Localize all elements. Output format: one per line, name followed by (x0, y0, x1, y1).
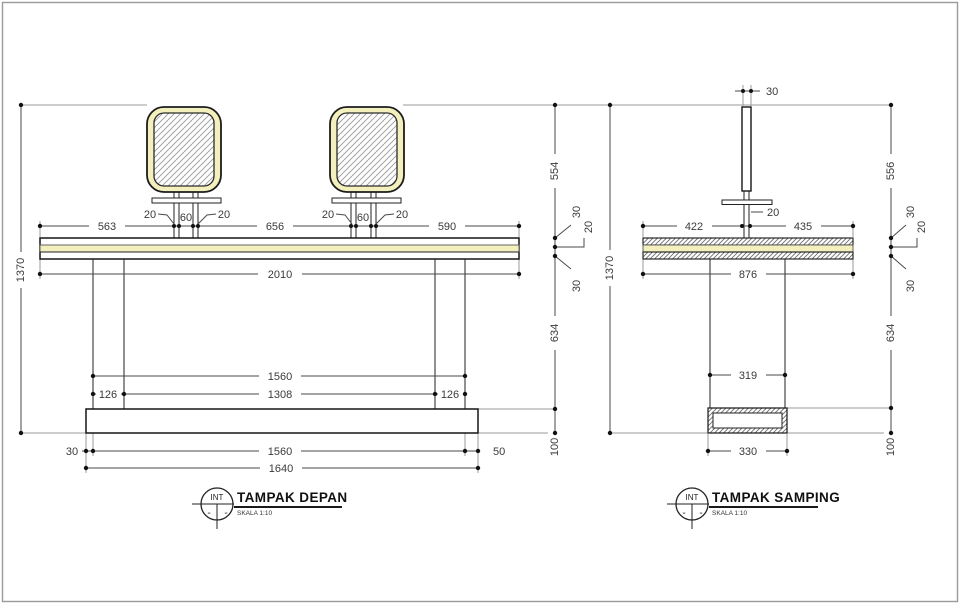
dim-front-legs-outer: 1560 (268, 371, 292, 383)
title-underline (234, 506, 342, 508)
dim-side-backrest: 30 (766, 86, 778, 98)
dim-front-table-width: 2010 (268, 269, 292, 281)
front-seats (146, 106, 405, 238)
dim-side-post: 20 (767, 207, 779, 219)
seat-back-left (146, 106, 222, 193)
dim-side-foot-width: 330 (739, 446, 757, 458)
side-leg-foot (707, 259, 788, 434)
dim-post-gap: 60 (180, 212, 192, 224)
dim-side-depth: 876 (739, 269, 757, 281)
dim-front-legs-inner: 1308 (268, 389, 292, 401)
seat-back-right (329, 106, 405, 193)
side-dimensions: 30 1370 20 422 435 876 556 634 (603, 86, 928, 462)
dim-front-base-width: 1640 (269, 463, 293, 475)
view-ref-code: INT (211, 493, 224, 502)
front-base (85, 408, 479, 434)
dim-side-layer-bot: 30 (905, 280, 917, 292)
front-title-block: INT - - TAMPAK DEPAN SKALA 1:10 (192, 487, 348, 529)
view-ref-dash-right: - (224, 508, 227, 519)
dim-side-left: 422 (685, 221, 703, 233)
view-ref-dash-left: - (682, 508, 685, 519)
dim-side-seat-height: 556 (885, 162, 897, 180)
dim-front-span-left: 563 (98, 221, 116, 233)
dim-post-width: 20 (396, 209, 408, 221)
front-tabletop (39, 237, 520, 260)
front-view-title: TAMPAK DEPAN (237, 490, 348, 505)
dim-side-leg-span: 319 (739, 370, 757, 382)
dim-side-total-height: 1370 (604, 256, 616, 280)
dim-side-leg-height: 634 (885, 324, 897, 342)
side-view-title: TAMPAK SAMPING (712, 490, 840, 505)
dim-front-leg-height: 634 (549, 324, 561, 342)
title-underline (709, 506, 818, 508)
side-tabletop-section (642, 237, 854, 260)
dim-front-seat-height: 554 (549, 162, 561, 180)
dim-front-span-right: 590 (438, 221, 456, 233)
view-ref-dash-right: - (699, 508, 702, 519)
tabletop-core-layer (39, 244, 520, 253)
seat-bracket-left (151, 197, 222, 204)
dim-post-gap: 60 (357, 212, 369, 224)
side-backrest (721, 106, 773, 238)
dim-front-base-span: 1560 (268, 446, 292, 458)
dim-front-leg-width: 126 (99, 389, 117, 401)
dim-post-width: 20 (218, 209, 230, 221)
dim-front-layer-bot: 30 (571, 280, 583, 292)
seat-bracket-right (331, 197, 402, 204)
dim-front-base-right: 50 (493, 446, 505, 458)
dim-front-layer-mid: 20 (583, 221, 595, 233)
front-view-scale: SKALA 1:10 (237, 510, 272, 517)
front-view: 1370 563 656 590 20 60 20 20 60 20 2010 (14, 102, 891, 475)
dim-front-base-left: 30 (66, 446, 78, 458)
front-dimensions: 1370 563 656 590 20 60 20 20 60 20 2010 (14, 102, 595, 475)
side-view: 30 1370 20 422 435 876 556 634 (603, 85, 928, 462)
dim-side-layer-top: 30 (905, 206, 917, 218)
dim-post-width: 20 (322, 209, 334, 221)
view-reference-bubble (200, 487, 234, 521)
dim-side-right: 435 (794, 221, 812, 233)
front-dimension-markers (18, 102, 558, 471)
dim-front-total-height: 1370 (15, 258, 27, 282)
view-reference-bubble (675, 487, 709, 521)
dim-front-span-mid: 656 (266, 221, 284, 233)
side-title-block: INT - - TAMPAK SAMPING SKALA 1:10 (667, 487, 840, 529)
side-view-scale: SKALA 1:10 (712, 510, 747, 517)
dim-post-width: 20 (144, 209, 156, 221)
tabletop-core-layer-side (642, 244, 854, 253)
view-ref-dash-left: - (207, 508, 210, 519)
dim-front-leg-width: 126 (441, 389, 459, 401)
dim-front-layer-top: 30 (571, 206, 583, 218)
dim-front-base-height: 100 (549, 438, 561, 456)
side-dimension-markers (607, 89, 894, 454)
seat-bracket-side (721, 199, 773, 205)
view-ref-code: INT (686, 493, 699, 502)
front-legs-base (85, 259, 479, 434)
dim-side-layer-mid: 20 (916, 221, 928, 233)
dim-side-base-height: 100 (885, 438, 897, 456)
